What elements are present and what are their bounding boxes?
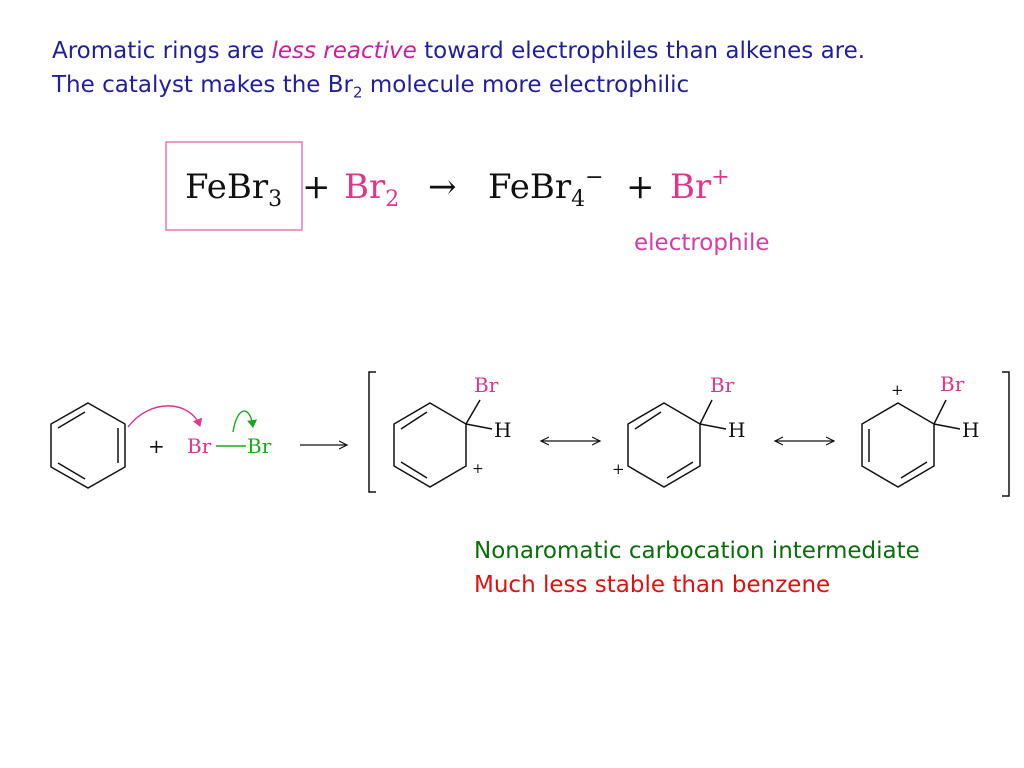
structure-1-charge: + xyxy=(472,461,484,477)
bromonium-electrophile: Br+ xyxy=(670,165,730,207)
intro-line-1-pre: Aromatic rings are xyxy=(52,38,272,64)
structure-3-hydrogen: H xyxy=(962,418,979,442)
arenium-structure-3: Br H + xyxy=(861,372,979,488)
plus-sign-1: + xyxy=(302,167,331,207)
intro-line-2-post: molecule more electrophilic xyxy=(362,72,690,98)
catalyst-formula: FeBr3 xyxy=(185,167,282,212)
arenium-structure-2: Br H + xyxy=(612,373,745,488)
structure-3-bromine: Br xyxy=(940,372,965,396)
reaction-arrow: → xyxy=(428,167,457,207)
caption-less-stable: Much less stable than benzene xyxy=(474,572,831,598)
bromine-left-atom: Br xyxy=(187,434,212,458)
structure-2-bromine: Br xyxy=(710,373,735,397)
right-bracket xyxy=(1002,371,1010,497)
electrophile-label: electrophile xyxy=(634,230,770,256)
mechanism-plus: + xyxy=(148,434,165,458)
intro-line-1-emphasis: less reactive xyxy=(271,38,417,64)
structure-3-charge: + xyxy=(891,381,904,399)
bromine-reagent: Br2 xyxy=(344,167,399,212)
benzene-ring xyxy=(50,402,126,489)
intro-line-2-pre: The catalyst makes the Br xyxy=(52,72,353,98)
bromine-right-atom: Br xyxy=(247,434,272,458)
caption-nonaromatic: Nonaromatic carbocation intermediate xyxy=(474,538,920,564)
structure-2-charge: + xyxy=(612,460,625,478)
plus-sign-2: + xyxy=(626,167,655,207)
structure-1-bromine: Br xyxy=(474,373,499,397)
catalyst-reaction: FeBr3 + Br2 → FeBr4− + Br+ xyxy=(165,141,730,231)
left-bracket xyxy=(368,371,376,493)
intro-line-2: The catalyst makes the Br2 molecule more… xyxy=(52,70,689,108)
intro-line-1: Aromatic rings are less reactive toward … xyxy=(52,36,865,66)
pink-curved-arrow xyxy=(127,405,203,428)
catalyst-highlight-box xyxy=(165,141,303,231)
green-curved-arrow xyxy=(232,410,258,433)
structure-2-hydrogen: H xyxy=(728,418,745,442)
intro-line-2-subscript: 2 xyxy=(353,83,363,102)
tetrabromoferrate-product: FeBr4− xyxy=(488,165,604,212)
structure-1-hydrogen: H xyxy=(494,418,511,442)
arenium-structure-1: Br H + xyxy=(393,373,511,488)
intro-line-1-post: toward electrophiles than alkenes are. xyxy=(416,38,866,64)
